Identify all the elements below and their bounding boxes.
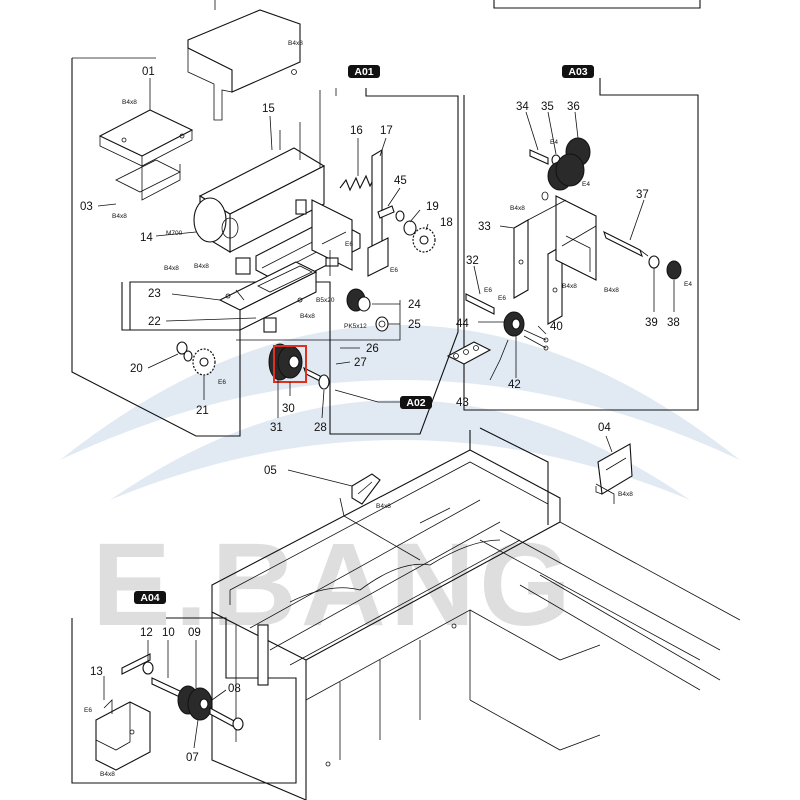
label-43: 43 bbox=[456, 397, 469, 409]
part-16-spring bbox=[339, 138, 377, 192]
fastener-label: B4x8 bbox=[194, 263, 209, 270]
label-45: 45 bbox=[394, 175, 407, 187]
label-17: 17 bbox=[380, 125, 393, 137]
label-31: 31 bbox=[270, 422, 283, 434]
fastener-label: E6 bbox=[498, 295, 506, 302]
section-badge-a02: A02 bbox=[400, 396, 432, 409]
fastener-label: B5x20 bbox=[316, 297, 335, 304]
label-19: 19 bbox=[426, 201, 439, 213]
top-cover-part: B4x8 bbox=[187, 0, 303, 121]
label-13: 13 bbox=[90, 666, 103, 678]
fastener-label: E6 bbox=[345, 241, 353, 248]
part-01-bracket: B4x8 B4x8 bbox=[98, 99, 194, 220]
label-30: 30 bbox=[282, 403, 295, 415]
part-04-bracket: B4x8 bbox=[595, 443, 633, 504]
label-10: 10 bbox=[162, 627, 175, 639]
label-37: 37 bbox=[636, 189, 649, 201]
svg-text:A01: A01 bbox=[354, 66, 373, 78]
label-38: 38 bbox=[667, 317, 680, 329]
label-44: 44 bbox=[456, 318, 469, 330]
fastener-label: B4x8 bbox=[562, 283, 577, 290]
part-15-housing bbox=[193, 90, 326, 253]
fastener-label: E6 bbox=[84, 707, 92, 714]
fastener-label: B4x8 bbox=[618, 491, 633, 498]
fastener-label: B4x8 bbox=[100, 771, 115, 778]
label-12: 12 bbox=[140, 627, 153, 639]
fastener-label: B4x8 bbox=[604, 287, 619, 294]
label-36: 36 bbox=[567, 101, 580, 113]
label-34: 34 bbox=[516, 101, 529, 113]
label-15: 15 bbox=[262, 103, 275, 115]
section-badge-a04: A04 bbox=[134, 591, 166, 604]
svg-text:A04: A04 bbox=[140, 592, 159, 604]
parts-20-21 bbox=[176, 341, 216, 376]
label-07: 07 bbox=[186, 752, 199, 764]
section-badge-a01: A01 bbox=[348, 65, 380, 78]
label-23: 23 bbox=[148, 288, 161, 300]
label-05: 05 bbox=[264, 465, 277, 477]
motor-m700 bbox=[193, 197, 227, 243]
label-16: 16 bbox=[350, 125, 363, 137]
section-badge-a03: A03 bbox=[562, 65, 594, 78]
main-chassis bbox=[211, 427, 741, 800]
label-42: 42 bbox=[508, 379, 521, 391]
a02-frame bbox=[121, 282, 401, 403]
label-20: 20 bbox=[130, 363, 143, 375]
label-08: 08 bbox=[228, 683, 241, 695]
fastener-label: E4 bbox=[684, 281, 692, 288]
watermark: E.BANG bbox=[60, 325, 740, 651]
fastener-label: B4x8 bbox=[376, 503, 391, 510]
label-01: 01 bbox=[142, 66, 155, 78]
title-box-fragment bbox=[493, 0, 701, 9]
label-33: 33 bbox=[478, 221, 491, 233]
fastener-label: B4x8 bbox=[510, 205, 525, 212]
label-25: 25 bbox=[408, 319, 421, 331]
part-labels: 01 03 04 05 07 08 09 10 12 13 14 M700 15… bbox=[80, 66, 680, 764]
fastener-label: B4x8 bbox=[164, 265, 179, 272]
label-40: 40 bbox=[550, 321, 563, 333]
label-03: 03 bbox=[80, 201, 93, 213]
label-22: 22 bbox=[148, 316, 161, 328]
fastener-label: PK5x12 bbox=[344, 323, 367, 330]
fastener-label: B4x8 bbox=[122, 99, 137, 106]
fastener-label: B4x8 bbox=[300, 313, 315, 320]
leader-lines bbox=[97, 78, 675, 749]
label-27: 27 bbox=[354, 357, 367, 369]
a04-assembly: E6 B4x8 bbox=[84, 653, 244, 778]
fastener-label: E6 bbox=[218, 379, 226, 386]
svg-text:A03: A03 bbox=[568, 66, 587, 78]
label-14: 14 bbox=[140, 232, 153, 244]
part-17-lever: E6 bbox=[367, 137, 398, 277]
fastener-label: E4 bbox=[582, 181, 590, 188]
fastener-label: E6 bbox=[390, 267, 398, 274]
side-bracket-plate bbox=[257, 624, 269, 686]
a04-frame bbox=[71, 617, 297, 784]
fastener-label: B4x8 bbox=[288, 40, 303, 47]
label-21: 21 bbox=[196, 405, 209, 417]
fastener-label: B4x8 bbox=[112, 213, 127, 220]
label-39: 39 bbox=[645, 317, 658, 329]
svg-text:A02: A02 bbox=[406, 397, 425, 409]
part-05-latch: B4x8 bbox=[339, 473, 421, 561]
watermark-text: E.BANG bbox=[92, 519, 575, 651]
a02-assembly: B5x20 PK5x12 B4x8 E6 bbox=[218, 250, 389, 386]
label-28: 28 bbox=[314, 422, 327, 434]
label-24: 24 bbox=[408, 299, 421, 311]
label-18: 18 bbox=[440, 217, 453, 229]
a01-frame bbox=[71, 57, 459, 437]
label-04: 04 bbox=[598, 422, 611, 434]
label-26: 26 bbox=[366, 343, 379, 355]
label-32: 32 bbox=[466, 255, 479, 267]
parts-45-19-18 bbox=[377, 187, 436, 253]
label-m700: M700 bbox=[166, 230, 183, 237]
label-09: 09 bbox=[188, 627, 201, 639]
label-35: 35 bbox=[541, 101, 554, 113]
fastener-label: E6 bbox=[484, 287, 492, 294]
